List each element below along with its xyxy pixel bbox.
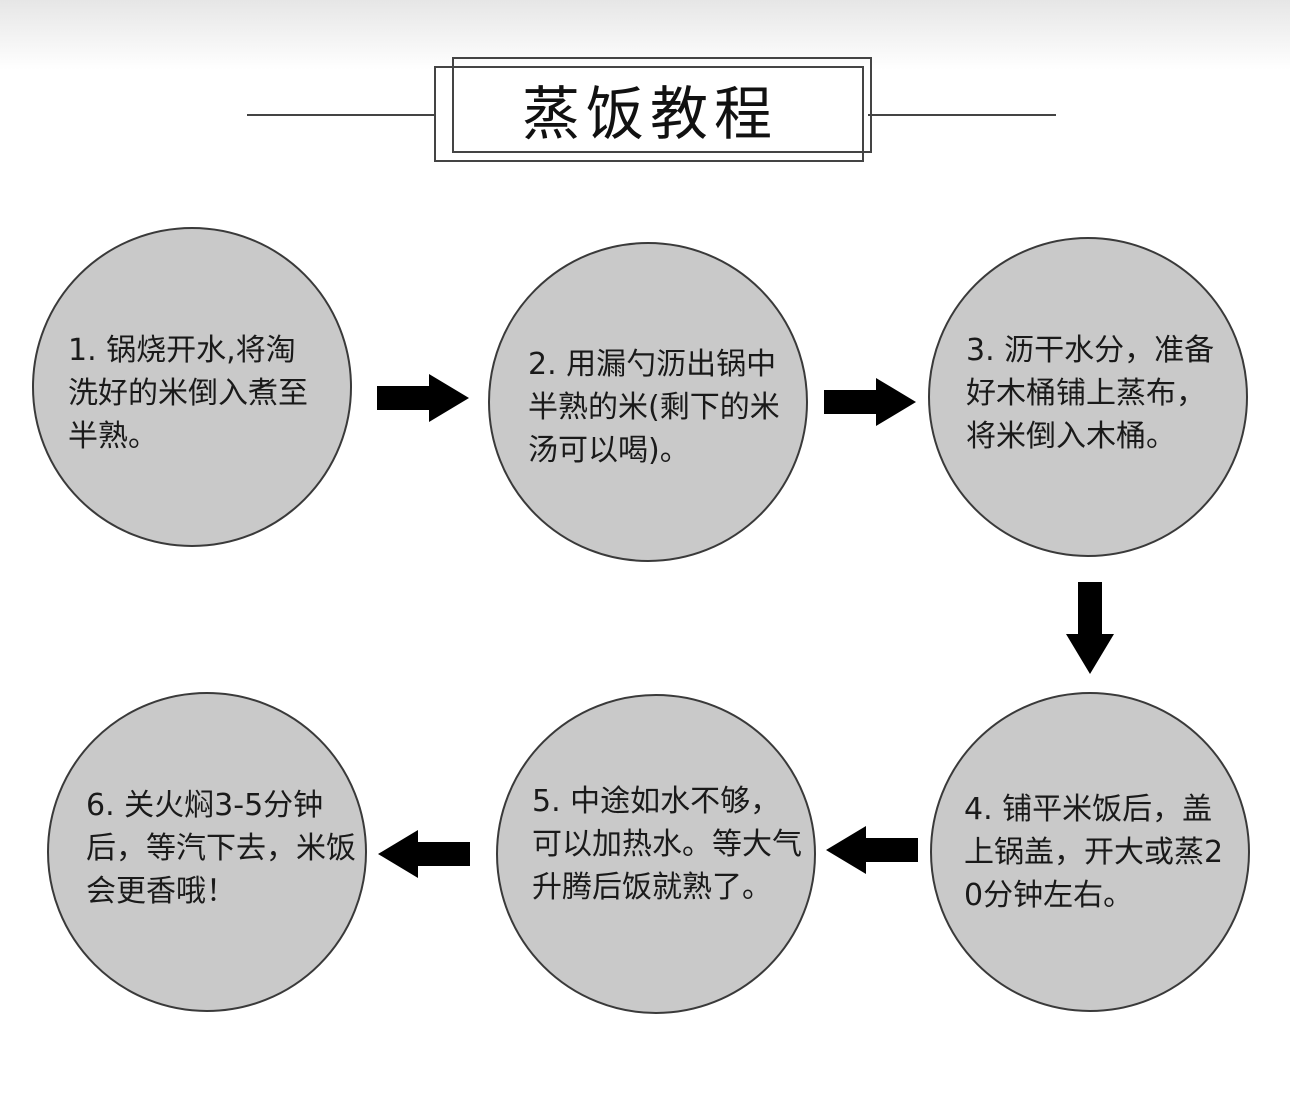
title-divider-right xyxy=(868,114,1056,116)
step-3-text: 3. 沥干水分，准备好木桶铺上蒸布，将米倒入木桶。 xyxy=(966,333,1215,454)
arrow-right-icon xyxy=(824,378,916,426)
step-5-text: 5. 中途如水不够，可以加热水。等大气升腾后饭就熟了。 xyxy=(532,784,802,905)
arrow-down-icon xyxy=(1066,582,1114,674)
arrow-right-icon xyxy=(377,374,469,422)
step-1-text: 1. 锅烧开水,将淘洗好的米倒入煮至半熟。 xyxy=(68,333,308,454)
step-3-circle xyxy=(928,237,1248,557)
step-2-text: 2. 用漏勺沥出锅中半熟的米(剩下的米汤可以喝)。 xyxy=(528,347,780,468)
step-6-circle xyxy=(47,692,367,1012)
arrow-left-icon xyxy=(826,826,918,874)
step-4-circle xyxy=(930,692,1250,1012)
step-4-text: 4. 铺平米饭后，盖上锅盖，开大或蒸20分钟左右。 xyxy=(964,792,1224,913)
step-1-circle xyxy=(32,227,352,547)
title-frame-outer xyxy=(434,66,864,162)
title-frame-inner xyxy=(452,57,872,153)
step-2-circle xyxy=(488,242,808,562)
arrow-left-icon xyxy=(378,830,470,878)
step-5-circle xyxy=(496,694,816,1014)
title-divider-left xyxy=(247,114,437,116)
page-title: 蒸饭教程 xyxy=(521,80,778,148)
step-6-text: 6. 关火焖3-5分钟后，等汽下去，米饭会更香哦！ xyxy=(86,788,356,909)
